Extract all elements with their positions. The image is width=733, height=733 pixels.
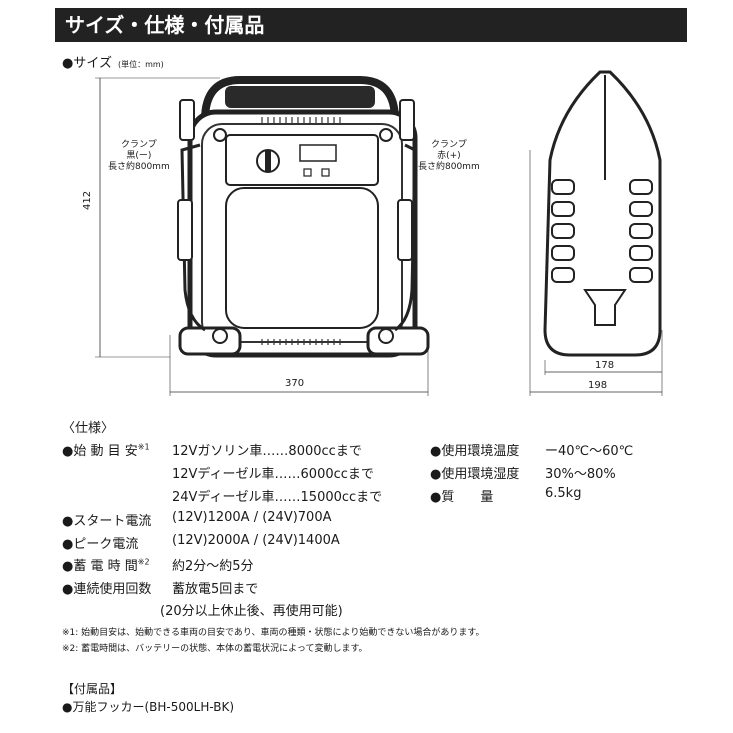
clamp-black-line1: クランプ	[120, 140, 157, 150]
spec-peak-value: (12V)2000A / (24V)1400A	[172, 533, 340, 548]
spec-start-current-value: (12V)1200A / (24V)700A	[172, 510, 332, 525]
spec-charge: ●蓄 電 時 間※2	[62, 555, 150, 574]
spec-start: ●始 動 目 安※1	[62, 440, 150, 459]
spec-peak-label: ●ピーク電流	[62, 537, 139, 552]
clamp-red-line3: 長さ約800mm	[418, 162, 480, 172]
spec-start-line1: 12Vガソリン車……8000ccまで	[172, 444, 362, 459]
spec-charge-value: 約2分〜約5分	[172, 559, 254, 574]
spec-humidity-label: ●使用環境湿度	[430, 467, 520, 482]
spec-continuous-value2: (20分以上休止後、再使用可能)	[160, 604, 343, 619]
dim-depth-inner: 178	[595, 360, 615, 371]
side-view-drawing	[529, 70, 663, 396]
header-title: サイズ・仕様・付属品	[65, 13, 265, 37]
clamp-black-line3: 長さ約800mm	[108, 162, 170, 172]
spec-start-line3: 24Vディーゼル車……15000ccまで	[172, 490, 383, 505]
spec-charge-label: ●蓄 電 時 間	[62, 559, 138, 574]
dim-height: 412	[82, 190, 93, 210]
spec-continuous-label: ●連続使用回数	[62, 582, 152, 597]
spec-start-current-label: ●スタート電流	[62, 514, 152, 529]
spec-humidity-value: 30%〜80%	[545, 467, 616, 482]
spec-temp-value: ー40℃〜60℃	[545, 444, 634, 459]
spec-start-label: ●始 動 目 安	[62, 444, 138, 459]
note-1: ※1: 始動目安は、始動できる車両の目安であり、車両の種類・状態により始動できな…	[62, 628, 485, 638]
size-label: ●サイズ	[62, 56, 112, 71]
clamp-black-line2: 黒(ー)	[126, 151, 152, 161]
dim-depth-outer: 198	[588, 380, 608, 391]
clamp-red-label: クランプ 赤(+) 長さ約800mm	[418, 140, 480, 173]
size-unit: (単位：mm)	[117, 60, 164, 69]
section-header: サイズ・仕様・付属品	[55, 8, 687, 42]
dim-width: 370	[285, 378, 305, 389]
size-title: ●サイズ (単位：mm)	[62, 52, 164, 71]
spec-mass-value: 6.5kg	[545, 486, 582, 501]
clamp-red-line2: 赤(+)	[437, 151, 461, 161]
clamp-black-label: クランプ 黒(ー) 長さ約800mm	[108, 140, 170, 173]
accessories-title: 【付属品】	[62, 682, 123, 696]
front-view-drawing	[95, 76, 430, 396]
spec-mass-label: ●質 量	[430, 490, 494, 505]
clamp-red-line1: クランプ	[430, 140, 467, 150]
specs-title: 〈仕様〉	[62, 421, 115, 436]
note-2: ※2: 蓄電時間は、バッテリーの状態、本体の蓄電状況によって変動します。	[62, 644, 368, 654]
spec-start-line2: 12Vディーゼル車……6000ccまで	[172, 467, 374, 482]
spec-continuous-value: 蓄放電5回まで	[172, 582, 259, 597]
spec-charge-note: ※2	[137, 557, 150, 567]
spec-start-note: ※1	[137, 442, 150, 452]
accessories-item: ●万能フッカー(BH-500LH-BK)	[62, 700, 235, 714]
spec-temp-label: ●使用環境温度	[430, 444, 520, 459]
